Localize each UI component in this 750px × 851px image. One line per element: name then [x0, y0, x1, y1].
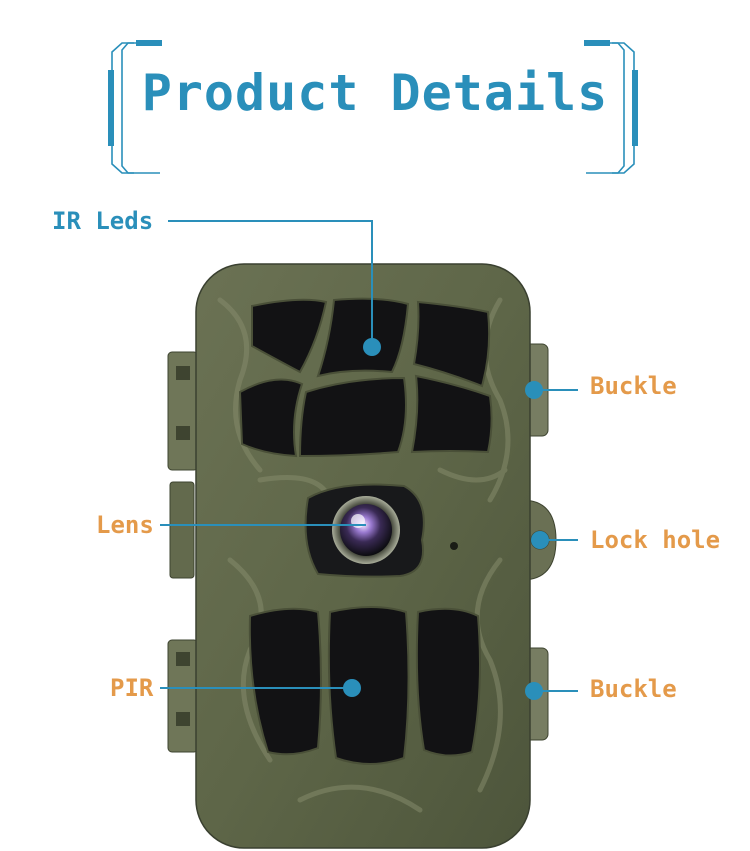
- pir-windows: [248, 606, 481, 765]
- callout-buckle-top: Buckle: [590, 372, 677, 400]
- ir-led-windows: [238, 297, 493, 458]
- page-title: Product Details: [141, 64, 609, 122]
- callout-pir: PIR: [110, 674, 154, 702]
- callout-lines: [160, 220, 578, 692]
- left-hinges: [167, 351, 199, 753]
- callout-lens: Lens: [96, 511, 154, 539]
- title-bracket-frame: [108, 40, 638, 174]
- callout-dots: [343, 338, 549, 700]
- callout-buckle-bottom: Buckle: [590, 675, 677, 703]
- lens: [340, 504, 392, 556]
- callout-lock-hole: Lock hole: [590, 526, 721, 554]
- callout-ir-leds: IR Leds: [52, 207, 154, 235]
